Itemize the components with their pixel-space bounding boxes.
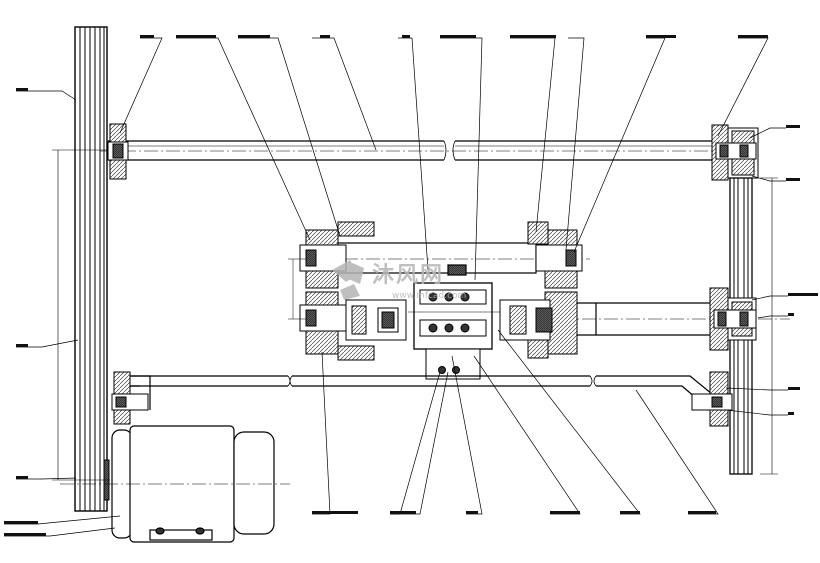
watermark-url: www.mfcad.com	[392, 291, 466, 301]
label-bars	[4, 35, 818, 536]
gearbox-dimension	[288, 258, 306, 320]
right-gear-stack	[499, 221, 583, 359]
top-left-bearing	[107, 123, 129, 180]
top-right-bearing	[711, 124, 759, 181]
output-shaft	[560, 302, 790, 336]
watermark-brand: 沐风网	[372, 263, 444, 288]
bottom-left-bearing	[111, 371, 149, 425]
watermark: 沐风网 www.mfcad.com	[332, 260, 466, 301]
bottom-right-bearing	[691, 371, 733, 427]
top-shaft	[100, 140, 760, 161]
watermark-logo-icon	[332, 260, 364, 300]
right-middle-bearing	[709, 287, 757, 351]
gearbox-upper-shaft	[300, 242, 590, 276]
electric-motor	[60, 425, 290, 543]
center-coupling-block	[408, 282, 500, 380]
bottom-frame	[130, 375, 713, 410]
left-dimension-line	[52, 149, 110, 481]
left-drive-belt	[74, 26, 110, 512]
